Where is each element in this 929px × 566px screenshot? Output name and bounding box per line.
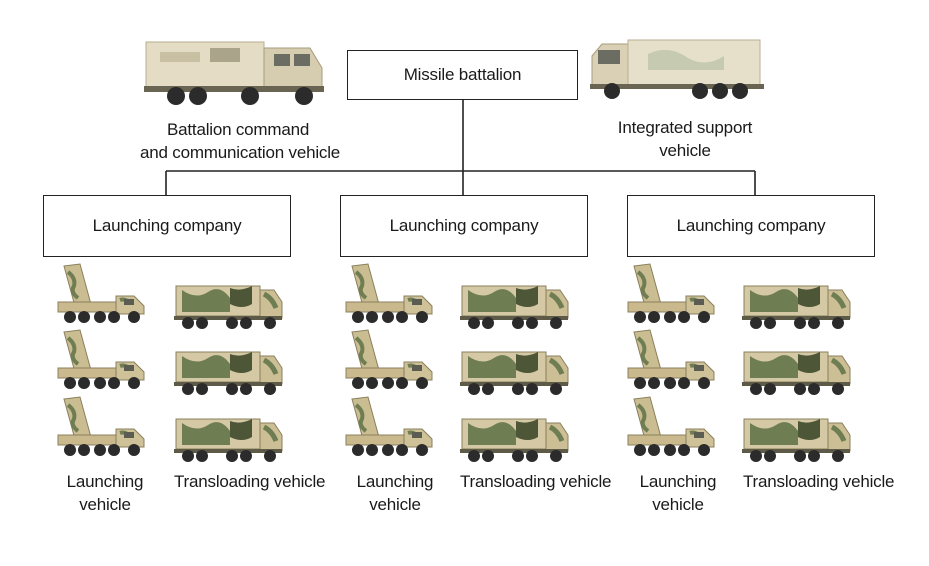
transloading-vehicle-image — [458, 409, 570, 470]
launching-caption-line2: vehicle — [79, 495, 131, 514]
launching-vehicle-image — [340, 328, 436, 397]
transloading-vehicle-caption: Transloading vehicle — [460, 472, 612, 491]
support-vehicle-line2: vehicle — [659, 141, 711, 160]
support-vehicle-caption: Integrated support vehicle — [600, 116, 770, 162]
company-label: Launching company — [92, 216, 242, 235]
transloading-vehicle-image — [172, 342, 284, 403]
launching-vehicle-image — [52, 328, 148, 397]
transloading-vehicle-image — [458, 276, 570, 337]
transloading-vehicle-caption: Transloading vehicle — [174, 472, 326, 491]
company-label: Launching company — [676, 216, 826, 235]
launching-caption-line2: vehicle — [652, 495, 704, 514]
launching-caption-line1: Launching — [639, 472, 717, 491]
launching-caption-line1: Launching — [66, 472, 144, 491]
transloading-vehicle-image — [740, 342, 852, 403]
transloading-vehicle-image — [458, 342, 570, 403]
transloading-vehicle-image — [172, 409, 284, 470]
company-box-2: Launching company — [340, 195, 588, 257]
transloading-vehicle-image — [740, 276, 852, 337]
launching-caption-line1: Launching — [356, 472, 434, 491]
transloading-vehicle-image — [172, 276, 284, 337]
transloading-vehicle-image — [740, 409, 852, 470]
launching-vehicle-caption: Launching vehicle — [55, 470, 155, 516]
launching-vehicle-caption: Launching vehicle — [345, 470, 445, 516]
command-vehicle-image — [144, 41, 324, 105]
launching-vehicle-image — [340, 395, 436, 464]
support-vehicle-line1: Integrated support — [617, 118, 753, 137]
launching-vehicle-image — [622, 395, 718, 464]
launching-vehicle-image — [622, 328, 718, 397]
support-vehicle-image — [590, 39, 764, 99]
command-vehicle-line2: and communication vehicle — [140, 143, 341, 162]
command-vehicle-caption: Battalion command and communication vehi… — [140, 118, 360, 164]
launching-vehicle-image — [622, 262, 718, 331]
launching-vehicle-caption: Launching vehicle — [628, 470, 728, 516]
company-box-3: Launching company — [627, 195, 875, 257]
launching-vehicle-image — [52, 395, 148, 464]
launching-caption-line2: vehicle — [369, 495, 421, 514]
command-vehicle-line1: Battalion command — [167, 120, 310, 139]
launching-vehicle-image — [52, 262, 148, 331]
transloading-vehicle-caption: Transloading vehicle — [743, 472, 895, 491]
company-box-1: Launching company — [43, 195, 291, 257]
battalion-box: Missile battalion — [347, 50, 578, 100]
company-label: Launching company — [389, 216, 539, 235]
launching-vehicle-image — [340, 262, 436, 331]
battalion-label: Missile battalion — [403, 65, 522, 84]
